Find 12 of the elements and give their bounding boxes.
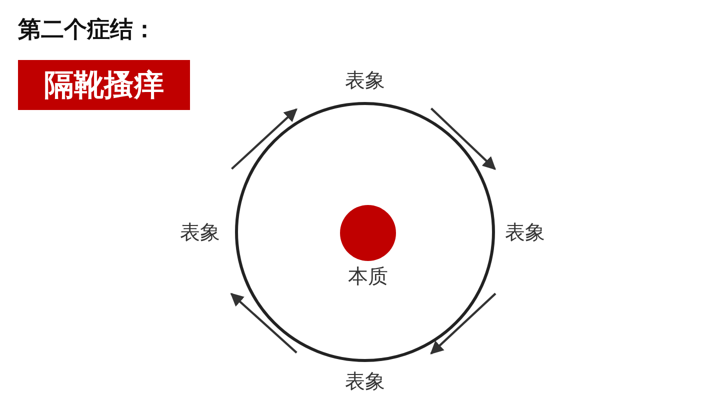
node-label: 表象 [335,367,395,395]
node-label: 表象 [495,218,555,246]
arrow [430,108,496,170]
arrow [230,292,298,354]
node-label: 表象 [335,66,395,94]
large-circle [235,102,495,362]
node-label: 本质 [347,263,389,290]
node-label: 表象 [170,218,230,246]
arrow [430,292,496,354]
arrow [231,108,298,170]
highlight-banner: 隔靴搔痒 [18,60,190,110]
title: 第二个症结： [18,16,156,45]
